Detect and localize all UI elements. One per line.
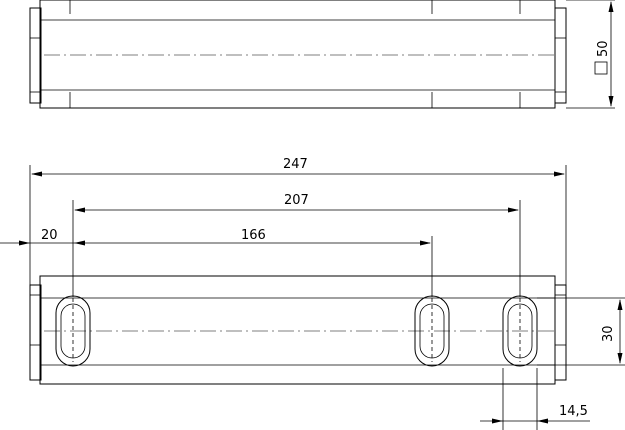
square-symbol-icon [594, 61, 608, 75]
top-view: 50 [29, 0, 615, 109]
arrow-head [608, 1, 614, 12]
arrow-head [617, 353, 623, 364]
arrow-head [74, 240, 85, 246]
front-right-endcap [554, 284, 567, 381]
dim-edge-offset: 20 [41, 228, 58, 243]
front-dimensions: 247 207 20 166 30 14,5 [0, 157, 625, 430]
dim-hole-height: 30 [601, 325, 616, 342]
top-right-endcap [554, 7, 567, 104]
arrow-head [508, 207, 519, 213]
arrow-head [74, 207, 85, 213]
arrow-head [617, 299, 623, 310]
arrow-head [420, 240, 431, 246]
dim-hole-span-inner: 166 [241, 228, 266, 243]
arrow-head [492, 418, 503, 424]
arrow-head [554, 171, 565, 177]
dim-overall-length: 247 [283, 157, 308, 172]
front-view [29, 275, 567, 385]
dim-slot-width: 14,5 [559, 404, 588, 419]
arrow-head [31, 171, 42, 177]
front-left-endcap [29, 284, 42, 381]
front-profile-body [39, 275, 556, 385]
arrow-head [19, 240, 30, 246]
dim-square-value: 50 [596, 40, 611, 57]
dim-hole-span-outer: 207 [284, 193, 309, 208]
top-left-endcap [29, 7, 42, 104]
arrow-head [537, 418, 548, 424]
arrow-head [608, 96, 614, 107]
top-profile-body [39, 0, 556, 109]
